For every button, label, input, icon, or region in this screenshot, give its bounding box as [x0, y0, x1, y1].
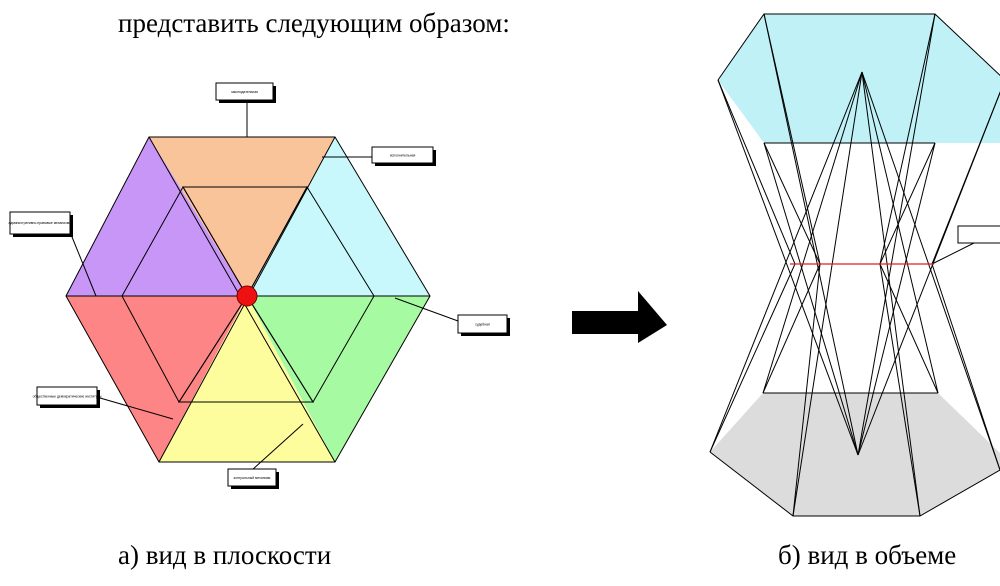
svg-text:законодательная: законодательная — [231, 90, 258, 94]
flat-hexagon-view: законодательная исполнительная судебная … — [8, 82, 510, 489]
sector-top — [149, 137, 335, 296]
leader-line — [69, 231, 97, 297]
callout-box: общественные демократические институты — [33, 386, 102, 408]
apex-line — [792, 71, 863, 517]
caption-flat-view: а) вид в плоскости — [118, 540, 332, 570]
sector-lower-left — [66, 296, 247, 462]
apex-line — [763, 142, 859, 456]
leader-line — [251, 423, 304, 471]
callout-leader-lines — [69, 101, 459, 471]
leader-line — [99, 397, 174, 420]
hourglass-edge — [709, 263, 796, 453]
hourglass-edge — [717, 79, 796, 265]
hourglass-edge — [762, 263, 821, 394]
hourglass-edge — [763, 142, 821, 265]
callout-box: законодательная — [215, 82, 276, 103]
svg-text:контрольный механизм: контрольный механизм — [234, 476, 271, 480]
sector-lower-right — [247, 296, 430, 462]
apex-line — [763, 13, 859, 456]
callout-box: контрольный механизм — [227, 468, 279, 489]
sector-bottom — [159, 296, 335, 462]
apex-line — [857, 142, 936, 456]
sector-upper-left — [66, 137, 247, 296]
apex-line — [717, 79, 859, 456]
volume-callout-leader — [931, 239, 981, 265]
hexagon-sectors — [66, 137, 430, 462]
svg-text:судебная: судебная — [475, 323, 490, 327]
hourglass-edge — [931, 263, 1000, 471]
caption-volume-view: б) вид в объеме — [778, 540, 957, 570]
volume-hexagon-view — [709, 13, 1000, 517]
apex-line — [762, 71, 863, 394]
right-arrow-icon — [572, 291, 667, 343]
apex-line — [857, 13, 936, 456]
svg-text:общественные демократические и: общественные демократические институты — [33, 395, 102, 399]
apex-line — [861, 71, 921, 517]
hourglass-edge — [879, 13, 936, 265]
volume-callout-box — [957, 225, 1000, 244]
hourglass-edge — [879, 263, 939, 394]
hourglass-edge — [879, 263, 921, 517]
sector-upper-right — [247, 137, 430, 296]
bottom-face-outline — [709, 451, 1000, 517]
apex-line — [861, 71, 939, 394]
top-face-outline — [717, 13, 1000, 81]
callout-box: судебная — [457, 314, 510, 336]
center-dot — [236, 285, 258, 307]
apex-line — [857, 91, 1000, 456]
apex-line — [861, 71, 1000, 471]
leader-line — [394, 297, 459, 322]
callout-box: исполнительная — [371, 146, 436, 166]
callout-box: административно-правовые механизмы — [8, 211, 73, 237]
intro-text: представить следующим образом: — [118, 8, 510, 38]
inner-triangle-upper-left — [121, 185, 248, 297]
hourglass-edge — [792, 263, 821, 517]
svg-text:исполнительная: исполнительная — [390, 154, 416, 158]
bottom-face — [710, 393, 1000, 516]
svg-text:административно-правовые механ: административно-правовые механизмы — [8, 221, 72, 225]
